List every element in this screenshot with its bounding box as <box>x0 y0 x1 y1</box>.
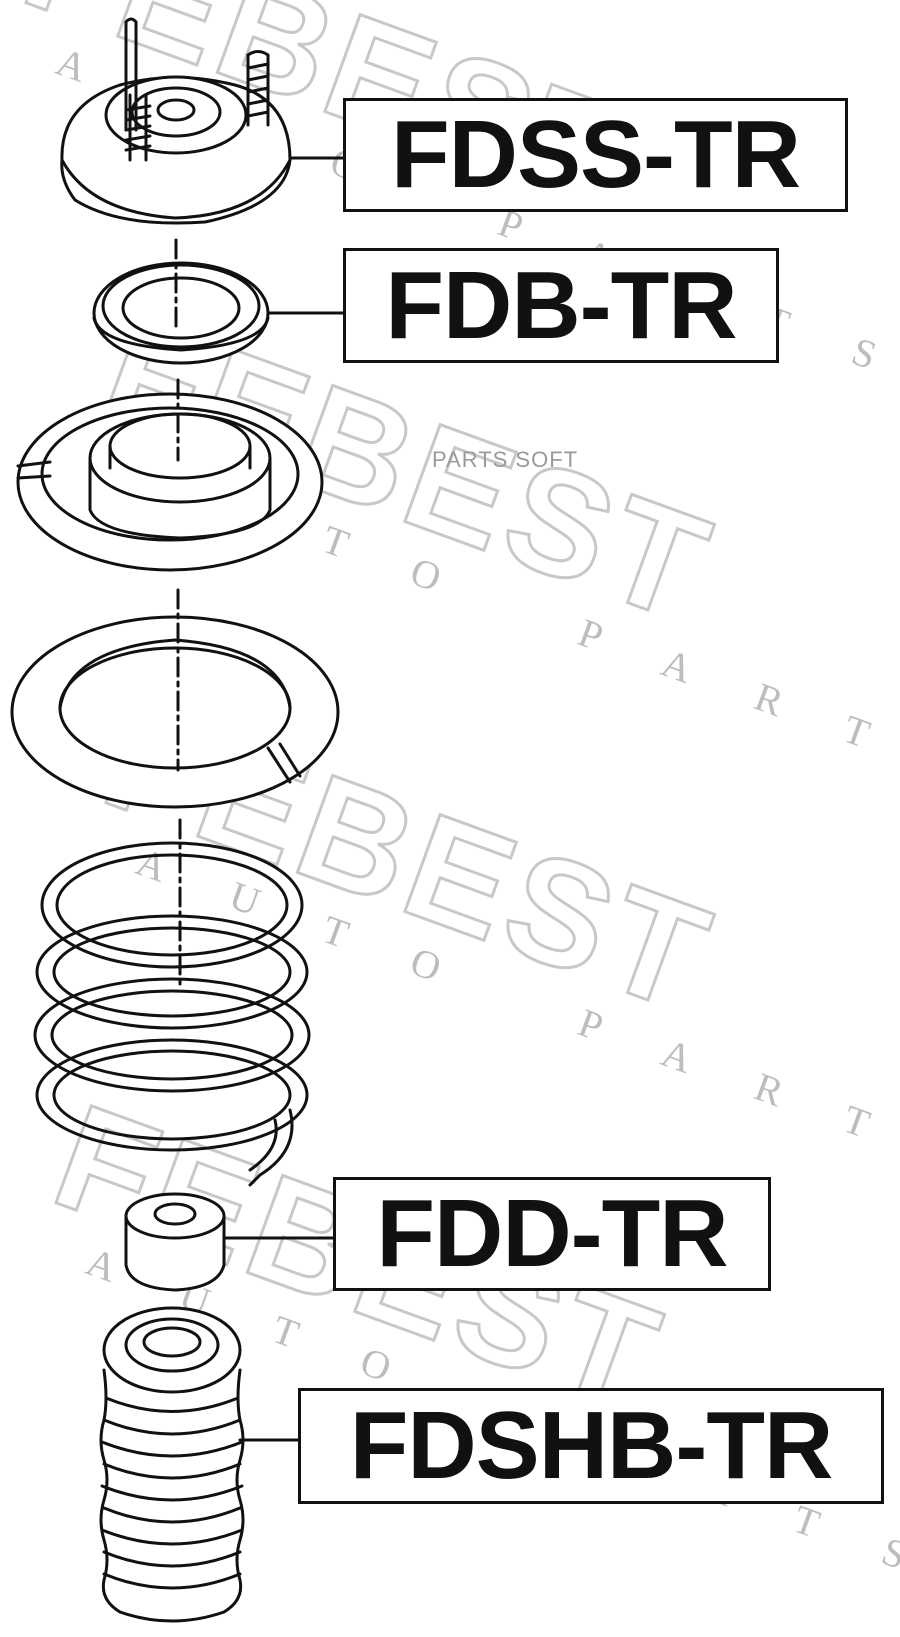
spring-pad-drawing <box>10 588 340 809</box>
coil-spring-drawing <box>33 818 311 1187</box>
parts-soft-watermark: PARTS SOFT <box>432 447 579 472</box>
upper-spring-seat-drawing <box>16 378 324 572</box>
bump-stop-drawing <box>124 1192 335 1292</box>
bearing-drawing <box>92 238 345 365</box>
part-label-fdss-tr: FDSS-TR <box>343 98 848 212</box>
strut-mount-drawing <box>60 17 345 225</box>
part-label-fdb-tr: FDB-TR <box>343 248 779 363</box>
dust-boot-drawing <box>99 1306 300 1623</box>
part-label-fdd-tr: FDD-TR <box>333 1177 771 1291</box>
part-label-fdshb-tr: FDSHB-TR <box>298 1388 884 1504</box>
